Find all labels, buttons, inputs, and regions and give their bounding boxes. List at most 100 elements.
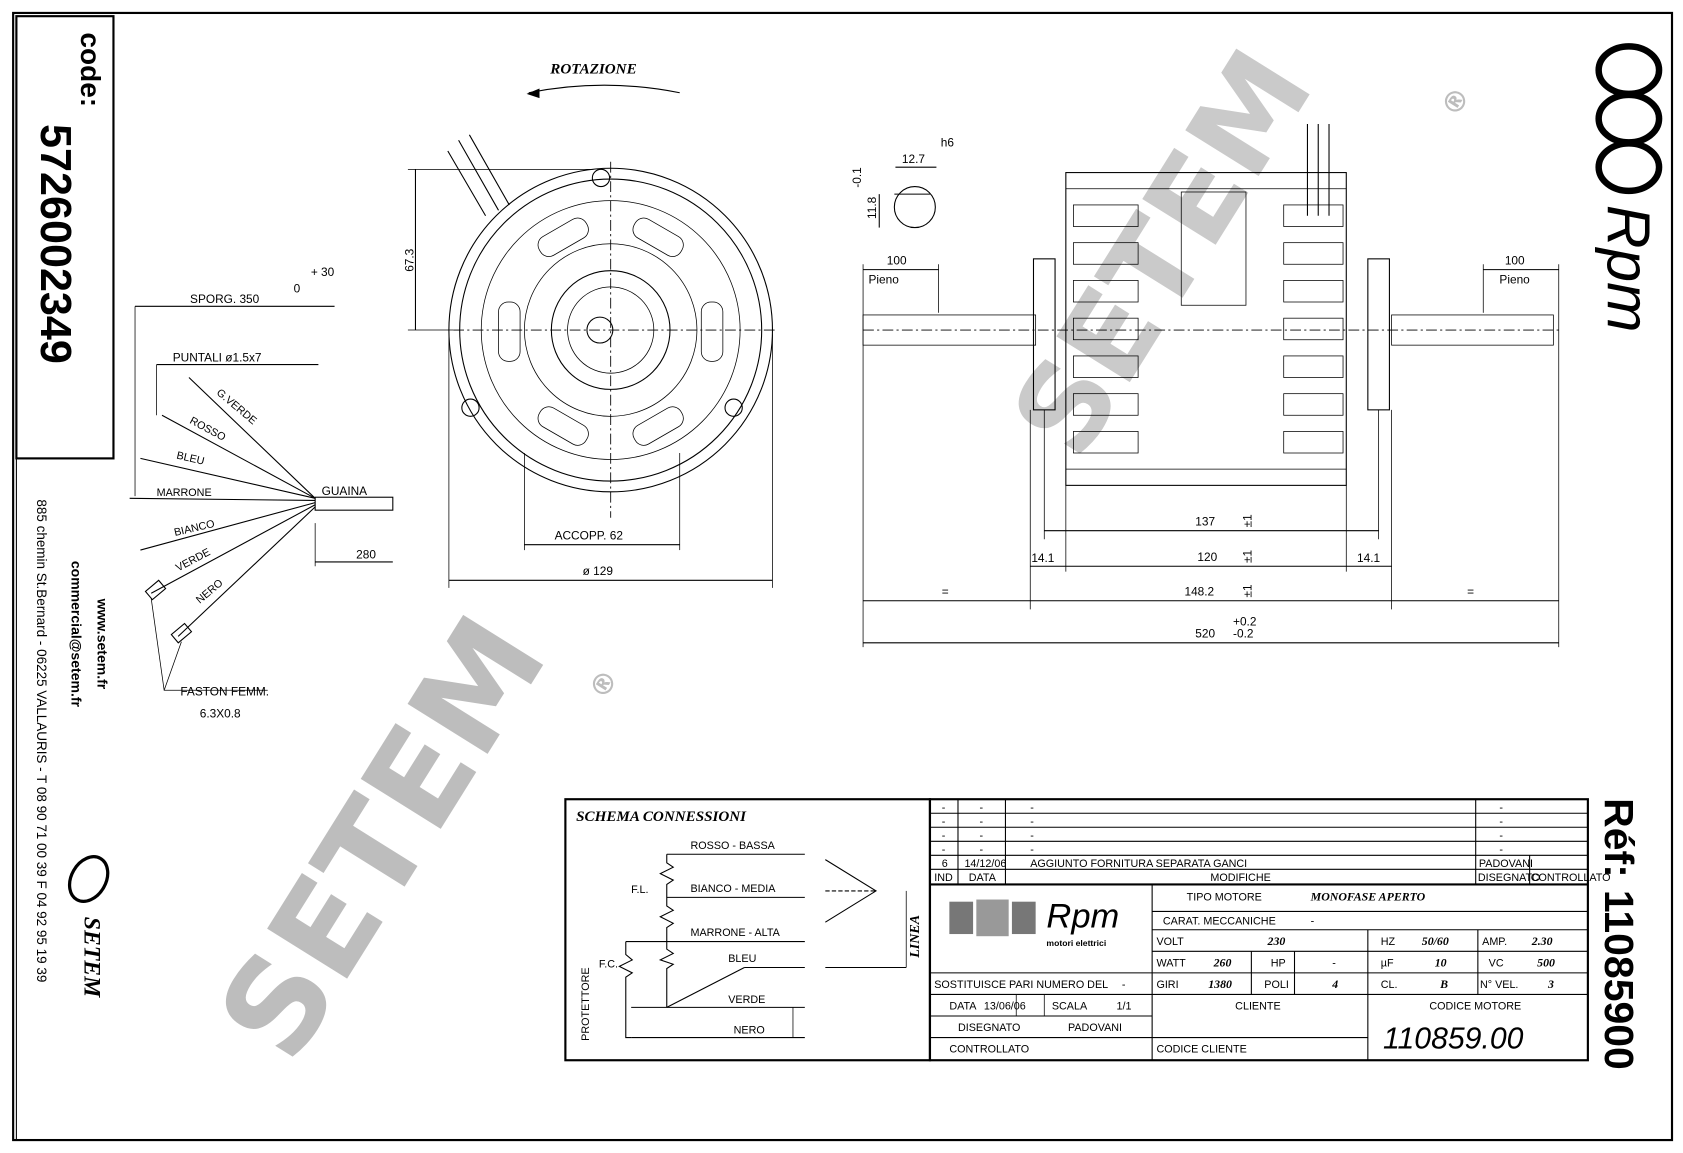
- svg-text:SETEM: SETEM: [190, 591, 576, 1084]
- svg-text:SOSTITUISCE PARI NUMERO DEL: SOSTITUISCE PARI NUMERO DEL: [934, 979, 1108, 991]
- svg-text:PROTETTORE: PROTETTORE: [580, 967, 592, 1040]
- svg-text:F.C.: F.C.: [599, 958, 618, 970]
- svg-text:14.1: 14.1: [1357, 551, 1380, 565]
- svg-text:-: -: [942, 816, 946, 828]
- right-panel: Rpm Réf: 11085900: [1587, 43, 1663, 1070]
- svg-text:-: -: [1332, 957, 1336, 969]
- code-value: 5726002349: [31, 124, 79, 364]
- svg-text:G.VERDE: G.VERDE: [214, 387, 259, 427]
- svg-text:-: -: [1499, 816, 1503, 828]
- svg-text:TIPO MOTORE: TIPO MOTORE: [1187, 892, 1262, 904]
- svg-text:VERDE: VERDE: [728, 994, 765, 1006]
- svg-text:230: 230: [1267, 934, 1286, 948]
- svg-text:500: 500: [1537, 955, 1555, 969]
- svg-text:VC: VC: [1489, 957, 1504, 969]
- svg-text:13/06/06: 13/06/06: [984, 1001, 1026, 1013]
- drawing-frame: [12, 11, 1674, 1142]
- ref-label: Réf:: [1596, 798, 1642, 878]
- svg-text:®: ®: [582, 664, 625, 705]
- svg-text:=: =: [942, 584, 949, 598]
- svg-text:2.30: 2.30: [1531, 934, 1553, 948]
- svg-text:-: -: [1030, 830, 1034, 842]
- svg-text:Pieno: Pieno: [1499, 273, 1530, 287]
- svg-text:NERO: NERO: [734, 1024, 765, 1036]
- svg-text:-: -: [1499, 802, 1503, 814]
- svg-text:GIRI: GIRI: [1156, 979, 1178, 991]
- svg-text:-: -: [980, 816, 984, 828]
- rpm-logo-icon: [1595, 43, 1663, 195]
- svg-text:+ 30: + 30: [311, 265, 335, 279]
- cable-drawing: SPORG. 350 + 30 0 PUNTALI ø1.5x7 G.VERDE…: [129, 265, 394, 720]
- svg-text:260: 260: [1213, 955, 1232, 969]
- connection-schema: SCHEMA CONNESSIONI ROSSO - BASSA BIANCO …: [564, 798, 932, 1062]
- svg-text:137: 137: [1195, 514, 1215, 528]
- title-block: - - - - - - - - - - - - - - - - 6 14/12/…: [928, 798, 1611, 1062]
- svg-text:±1: ±1: [1240, 550, 1254, 564]
- svg-text:280: 280: [356, 548, 376, 562]
- rpm-title-logo: Rpm motori elettrici: [949, 898, 1119, 948]
- svg-text:SETEM: SETEM: [78, 917, 104, 998]
- svg-text:ROSSO - BASSA: ROSSO - BASSA: [690, 840, 775, 852]
- address: 885 chemin St.Bernard - 06225 VALLAURIS …: [34, 499, 49, 982]
- svg-text:HP: HP: [1271, 957, 1286, 969]
- svg-text:BLEU: BLEU: [728, 953, 756, 965]
- svg-text:-0.1: -0.1: [850, 167, 864, 188]
- svg-text:-: -: [1499, 844, 1503, 856]
- email: commercial@setem.fr: [68, 561, 84, 708]
- svg-text:µF: µF: [1381, 957, 1394, 969]
- svg-text:FASTON FEMM.: FASTON FEMM.: [180, 685, 269, 699]
- shaft-section-detail: 12.7 h6 11.8 -0.1: [850, 136, 954, 229]
- svg-text:AGGIUNTO FORNITURA SEPARATA GA: AGGIUNTO FORNITURA SEPARATA GANCI: [1030, 858, 1247, 870]
- svg-text:WATT: WATT: [1156, 957, 1186, 969]
- svg-text:MARRONE - ALTA: MARRONE - ALTA: [690, 927, 780, 939]
- svg-text:N° VEL.: N° VEL.: [1480, 979, 1518, 991]
- svg-text:®: ®: [1434, 81, 1477, 122]
- svg-text:6.3X0.8: 6.3X0.8: [200, 706, 241, 720]
- svg-text:Pieno: Pieno: [868, 273, 899, 287]
- svg-text:CODICE MOTORE: CODICE MOTORE: [1429, 1001, 1521, 1013]
- svg-text:GUAINA: GUAINA: [322, 484, 368, 498]
- svg-text:100: 100: [1505, 253, 1525, 267]
- codice-motore-value: 110859.00: [1383, 1022, 1524, 1055]
- svg-text:520: 520: [1195, 626, 1215, 640]
- svg-text:DATA: DATA: [949, 1001, 977, 1013]
- svg-text:67.3: 67.3: [402, 248, 416, 271]
- svg-text:ø 129: ø 129: [583, 564, 614, 578]
- svg-text:1380: 1380: [1208, 977, 1232, 991]
- svg-text:-: -: [942, 830, 946, 842]
- svg-text:MONOFASE APERTO: MONOFASE APERTO: [1310, 890, 1426, 904]
- svg-text:0: 0: [294, 281, 301, 295]
- svg-text:CONTROLLATO: CONTROLLATO: [1531, 872, 1611, 884]
- svg-text:SETEM: SETEM: [986, 27, 1340, 479]
- svg-text:11.8: 11.8: [865, 196, 879, 219]
- svg-text:CODICE CLIENTE: CODICE CLIENTE: [1156, 1044, 1246, 1056]
- svg-text:14/12/06: 14/12/06: [964, 858, 1006, 870]
- svg-text:B: B: [1439, 977, 1448, 991]
- svg-text:CONTROLLATO: CONTROLLATO: [949, 1044, 1029, 1056]
- svg-text:-: -: [1311, 915, 1315, 927]
- svg-text:IND: IND: [934, 872, 953, 884]
- svg-text:DATA: DATA: [969, 872, 997, 884]
- side-view: 100 Pieno 100 Pieno 137 ±1 120 ±1 14.1 1…: [862, 124, 1560, 648]
- svg-text:12.7: 12.7: [902, 152, 925, 166]
- watermark: SETEM ® SETEM ®: [190, 27, 1477, 1084]
- svg-text:±1: ±1: [1240, 584, 1254, 598]
- svg-text:MODIFICHE: MODIFICHE: [1210, 872, 1270, 884]
- svg-text:-: -: [1030, 816, 1034, 828]
- svg-text:±1: ±1: [1240, 514, 1254, 528]
- svg-text:-: -: [1030, 802, 1034, 814]
- svg-text:-: -: [980, 830, 984, 842]
- svg-text:PADOVANI: PADOVANI: [1068, 1022, 1122, 1034]
- svg-text:NERO: NERO: [194, 577, 226, 606]
- svg-text:-: -: [1030, 844, 1034, 856]
- svg-text:AMP.: AMP.: [1482, 936, 1507, 948]
- rpm-logo-text: Rpm: [1594, 205, 1662, 333]
- svg-text:6: 6: [942, 858, 948, 870]
- svg-text:3: 3: [1547, 977, 1554, 991]
- setem-logo: SETEM: [67, 855, 110, 998]
- svg-text:PUNTALI ø1.5x7: PUNTALI ø1.5x7: [173, 350, 262, 364]
- svg-text:CARAT. MECCANICHE: CARAT. MECCANICHE: [1163, 915, 1276, 927]
- svg-text:120: 120: [1197, 550, 1217, 564]
- svg-text:CLIENTE: CLIENTE: [1235, 1001, 1280, 1013]
